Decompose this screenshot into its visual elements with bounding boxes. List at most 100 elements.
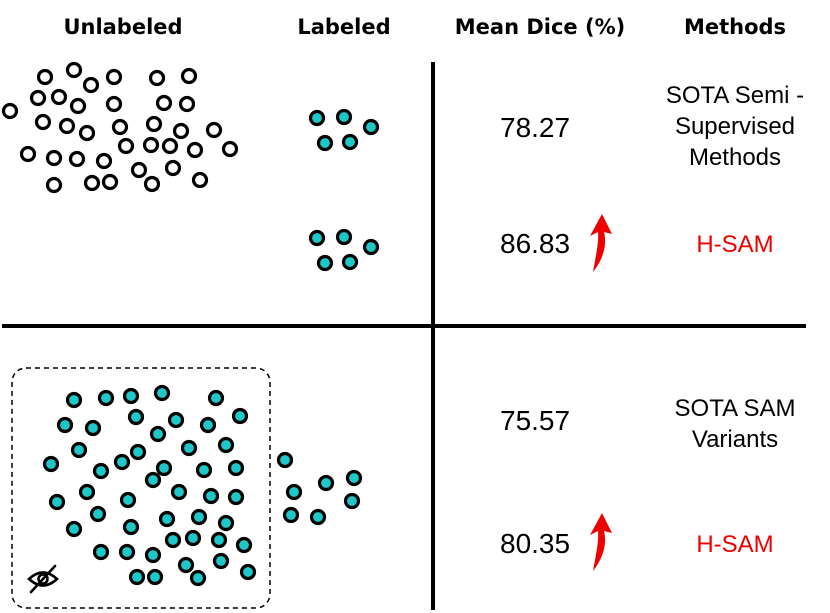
sam-point [144, 471, 162, 489]
unlabeled-point [1, 102, 19, 120]
dice-value-hsam-semi: 86.83 [500, 228, 571, 259]
sam-point [180, 439, 198, 457]
sam-point [158, 510, 176, 528]
sam-point [199, 416, 217, 434]
method-line: SOTA Semi - [665, 82, 805, 109]
sam-point [122, 518, 140, 536]
sam-point [184, 529, 202, 547]
labeled-point [362, 118, 380, 136]
labeled-points-semi [308, 108, 380, 152]
unlabeled-point [78, 124, 96, 142]
sam-point [195, 461, 213, 479]
sam-point [42, 455, 60, 473]
method-hsam-sam: H-SAM [650, 529, 820, 560]
labeled-point [345, 469, 363, 487]
sam-point [227, 488, 245, 506]
sam-point [89, 505, 107, 523]
labeled-point [362, 238, 380, 256]
unlabeled-point [45, 176, 63, 194]
unlabeled-point [172, 122, 190, 140]
sam-point [235, 536, 253, 554]
unlabeled-point [111, 118, 129, 136]
labeled-point [282, 506, 300, 524]
sam-point [84, 419, 102, 437]
dice-value-sam-sota: 75.57 [500, 405, 571, 436]
dice-value-hsam-sam: 80.35 [500, 528, 571, 559]
sam-point [65, 520, 83, 538]
sam-point [202, 487, 220, 505]
labeled-point [285, 483, 303, 501]
sam-point [207, 389, 225, 407]
unlabeled-point [145, 115, 163, 133]
method-line: H-SAM [696, 531, 774, 558]
unlabeled-point [95, 152, 113, 170]
unlabeled-point [83, 174, 101, 192]
sam-point [164, 531, 182, 549]
unlabeled-point [164, 159, 182, 177]
header-labeled: Labeled [297, 15, 391, 39]
unlabeled-point [45, 149, 63, 167]
eye-slash-icon [27, 564, 59, 594]
sam-point [113, 453, 131, 471]
labeled-point [317, 474, 335, 492]
sam-point [190, 508, 208, 526]
labeled-point [335, 108, 353, 126]
unlabeled-point [58, 117, 76, 135]
unlabeled-point [19, 145, 37, 163]
sam-point [118, 543, 136, 561]
unlabeled-point [105, 95, 123, 113]
sam-point [56, 416, 74, 434]
sam-point [144, 546, 162, 564]
sam-point [128, 568, 146, 586]
sam-point [92, 462, 110, 480]
sam-point [149, 425, 167, 443]
sam-point [122, 387, 140, 405]
sam-point [129, 443, 147, 461]
sam-point [127, 408, 145, 426]
sam-point [48, 493, 66, 511]
labeled-point [308, 109, 326, 127]
unlabeled-point [34, 113, 52, 131]
sam-pretrain-points [42, 384, 257, 587]
labeled-point [316, 254, 334, 272]
header-unlabeled: Unlabeled [63, 15, 183, 39]
labeled-point [341, 253, 359, 271]
unlabeled-point [82, 76, 100, 94]
labeled-point [316, 134, 334, 152]
sam-point [167, 411, 185, 429]
method-hsam-semi: H-SAM [650, 229, 820, 260]
unlabeled-point [148, 69, 166, 87]
unlabeled-point [105, 68, 123, 86]
unlabeled-point [101, 173, 119, 191]
unlabeled-point [180, 67, 198, 85]
unlabeled-point [155, 94, 173, 112]
sam-point [217, 436, 235, 454]
arrow-up-icon [590, 513, 612, 571]
unlabeled-point [50, 88, 68, 106]
sam-point [65, 391, 83, 409]
dice-value-semi-sota: 78.27 [500, 112, 571, 143]
unlabeled-point [69, 97, 87, 115]
sam-point [155, 459, 173, 477]
unlabeled-point [161, 137, 179, 155]
labeled-point [308, 229, 326, 247]
unlabeled-point [143, 175, 161, 193]
unlabeled-point [186, 141, 204, 159]
sam-point [119, 491, 137, 509]
unlabeled-point [130, 161, 148, 179]
unlabeled-point [68, 150, 86, 168]
labeled-point [343, 492, 361, 510]
sam-point [146, 568, 164, 586]
labeled-point [276, 451, 294, 469]
unlabeled-point [117, 137, 135, 155]
labeled-points-hsam [308, 228, 380, 272]
sam-point [153, 384, 171, 402]
labeled-points-sam [276, 451, 363, 526]
sam-point [239, 563, 257, 581]
method-line: Methods [688, 144, 782, 171]
unlabeled-point [205, 121, 223, 139]
method-line: Supervised [674, 113, 796, 140]
header-methods: Methods [683, 15, 787, 39]
unlabeled-point [29, 89, 47, 107]
